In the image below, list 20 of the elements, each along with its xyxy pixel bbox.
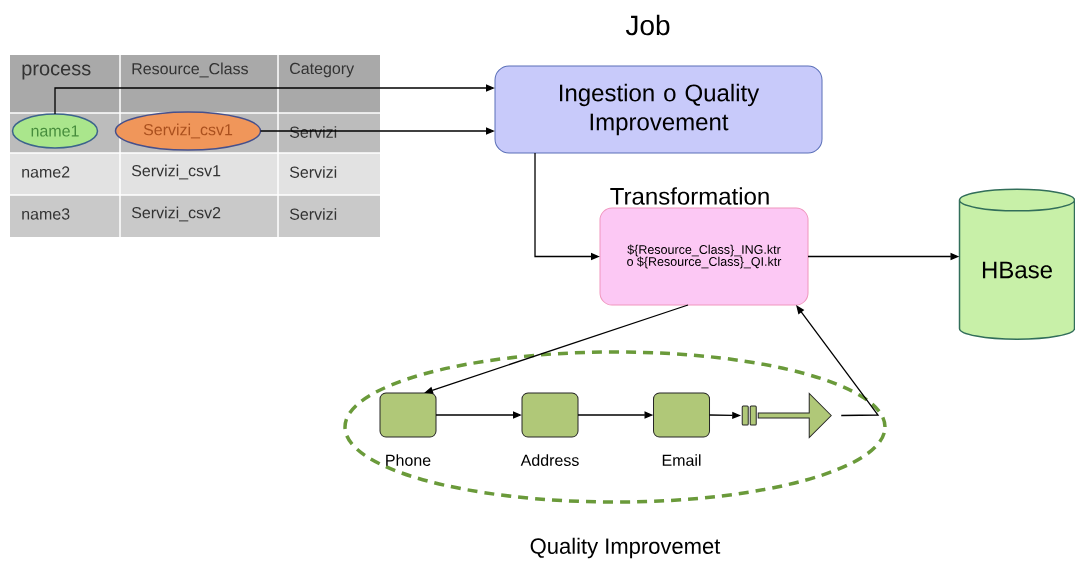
table-cell-text: Servizi_csv2 [131, 206, 221, 222]
step-label: Email [662, 454, 701, 466]
heading: Job [625, 14, 670, 36]
process-box: ${Resource_Class}_ING.ktr o ${Resource_Class}_QI.ktr [599, 207, 809, 306]
table-cell-text: Category [290, 62, 355, 78]
heading: Transformation [610, 187, 769, 205]
process-box: Ingestion o Quality Improvement [494, 65, 823, 154]
heading: Quality Improvemet [530, 537, 721, 559]
table-cell-text: name2 [22, 166, 70, 178]
table-cell-text: Servizi [289, 166, 337, 178]
table-cell-text: process [22, 64, 91, 80]
table-cell-text: Servizi [289, 208, 337, 220]
step-label: Address [520, 454, 579, 466]
database-cylinder: HBase [958, 188, 1075, 340]
table-cell-text: name3 [22, 208, 70, 220]
table-cell-text: Servizi_csv1 [131, 164, 221, 180]
block-arrow-drawing [741, 393, 832, 438]
table-cell-text: Resource_Class [132, 62, 248, 78]
step-label: Phone [386, 454, 431, 466]
arrow [796, 305, 880, 417]
